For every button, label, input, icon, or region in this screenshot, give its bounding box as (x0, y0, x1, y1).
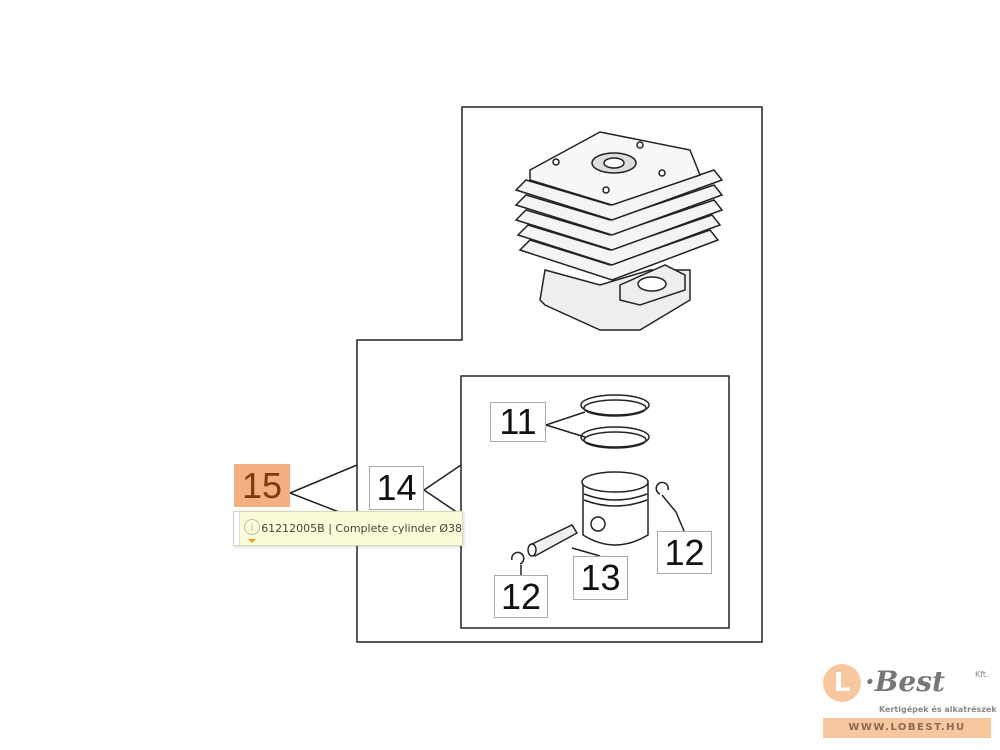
piston-kit-frame (460, 375, 730, 629)
cylinder-drawing (514, 131, 724, 331)
callout-15[interactable]: 15 (234, 464, 290, 507)
leader-line-14 (423, 464, 462, 516)
leader-line-11 (545, 411, 586, 438)
logo-suffix: Kft. (975, 670, 989, 679)
callout-14[interactable]: 14 (369, 466, 424, 510)
logo-tagline: Kertigépek és alkatrészek (879, 705, 997, 714)
circlips-drawing (511, 481, 669, 565)
logo-url: WWW.LOBEST.HU (823, 718, 991, 738)
part-tooltip: i 61212005B | Complete cylinder Ø38 (233, 511, 463, 546)
callout-12-right[interactable]: 12 (657, 531, 712, 574)
leader-line-13 (571, 547, 601, 557)
leader-line-12-right (661, 494, 685, 532)
piston-drawing (527, 471, 649, 558)
info-icon: i (234, 512, 260, 545)
logo-mark: L (823, 664, 861, 702)
callout-11[interactable]: 11 (490, 401, 546, 442)
lobest-logo: L ·Best Kft. Kertigépek és alkatrészek W… (815, 662, 997, 747)
assembly-frame (356, 106, 763, 643)
piston-rings-drawing (580, 394, 650, 449)
tooltip-text: 61212005B | Complete cylinder Ø38 (261, 522, 462, 535)
callout-12-left[interactable]: 12 (494, 575, 548, 618)
callout-13[interactable]: 13 (573, 556, 628, 600)
logo-brand: ·Best (865, 665, 945, 698)
